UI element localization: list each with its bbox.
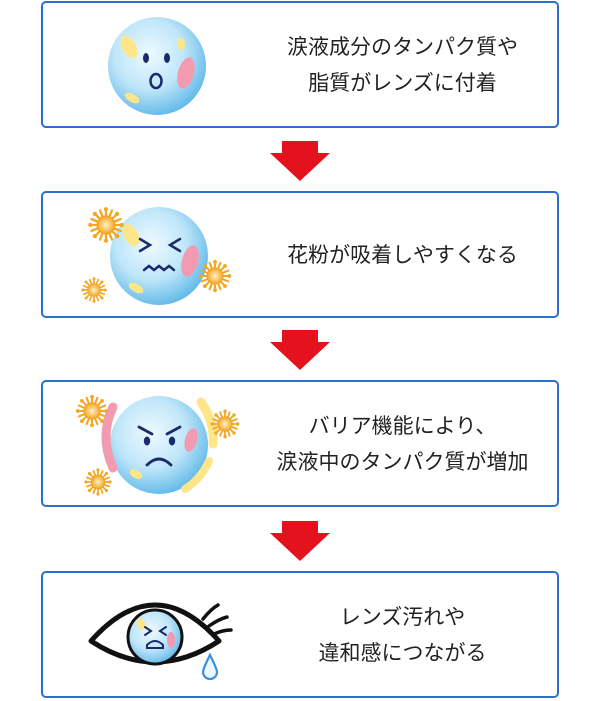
step-4-line-1: レンズ汚れや: [339, 604, 466, 629]
step-3-text: バリア機能により、 涙液中のタンパク質が増加: [258, 382, 547, 505]
down-arrow-icon: [270, 521, 330, 561]
step-4-text: レンズ汚れや 違和感につながる: [258, 573, 547, 696]
step-2-line-1: 花粉が吸着しやすくなる: [287, 242, 518, 267]
step-3-line-2: 涙液中のタンパク質が増加: [276, 449, 529, 474]
step-1-box: 涙液成分のタンパク質や 脂質がレンズに付着: [41, 1, 559, 128]
pollen-icon: [197, 258, 233, 294]
pollen-icon: [83, 467, 113, 497]
pollen-icon: [209, 408, 241, 440]
step-1-line-1: 涙液成分のタンパク質や: [287, 34, 518, 59]
step-3-line-1: バリア機能により、: [308, 413, 497, 438]
discomfort-face-pollen-icon: [80, 205, 233, 305]
angry-face-pollen-icon: [74, 393, 241, 497]
step-3-box: バリア機能により、 涙液中のタンパク質が増加: [41, 380, 559, 507]
eye-with-crying-lens-icon: [88, 602, 233, 681]
step-4-box: レンズ汚れや 違和感につながる: [41, 571, 559, 698]
down-arrow-icon: [270, 141, 330, 181]
pollen-icon: [74, 393, 110, 429]
step-1-line-2: 脂質がレンズに付着: [308, 70, 497, 95]
step-2-box: 花粉が吸着しやすくなる: [41, 191, 559, 318]
tear-icon: [201, 652, 219, 681]
step-4-line-2: 違和感につながる: [318, 640, 487, 665]
step-2-text: 花粉が吸着しやすくなる: [258, 193, 547, 316]
down-arrow-icon: [270, 330, 330, 370]
step-1-text: 涙液成分のタンパク質や 脂質がレンズに付着: [258, 3, 547, 126]
pollen-icon: [86, 205, 126, 245]
surprised-face-icon: [108, 17, 206, 115]
pollen-icon: [80, 276, 108, 304]
